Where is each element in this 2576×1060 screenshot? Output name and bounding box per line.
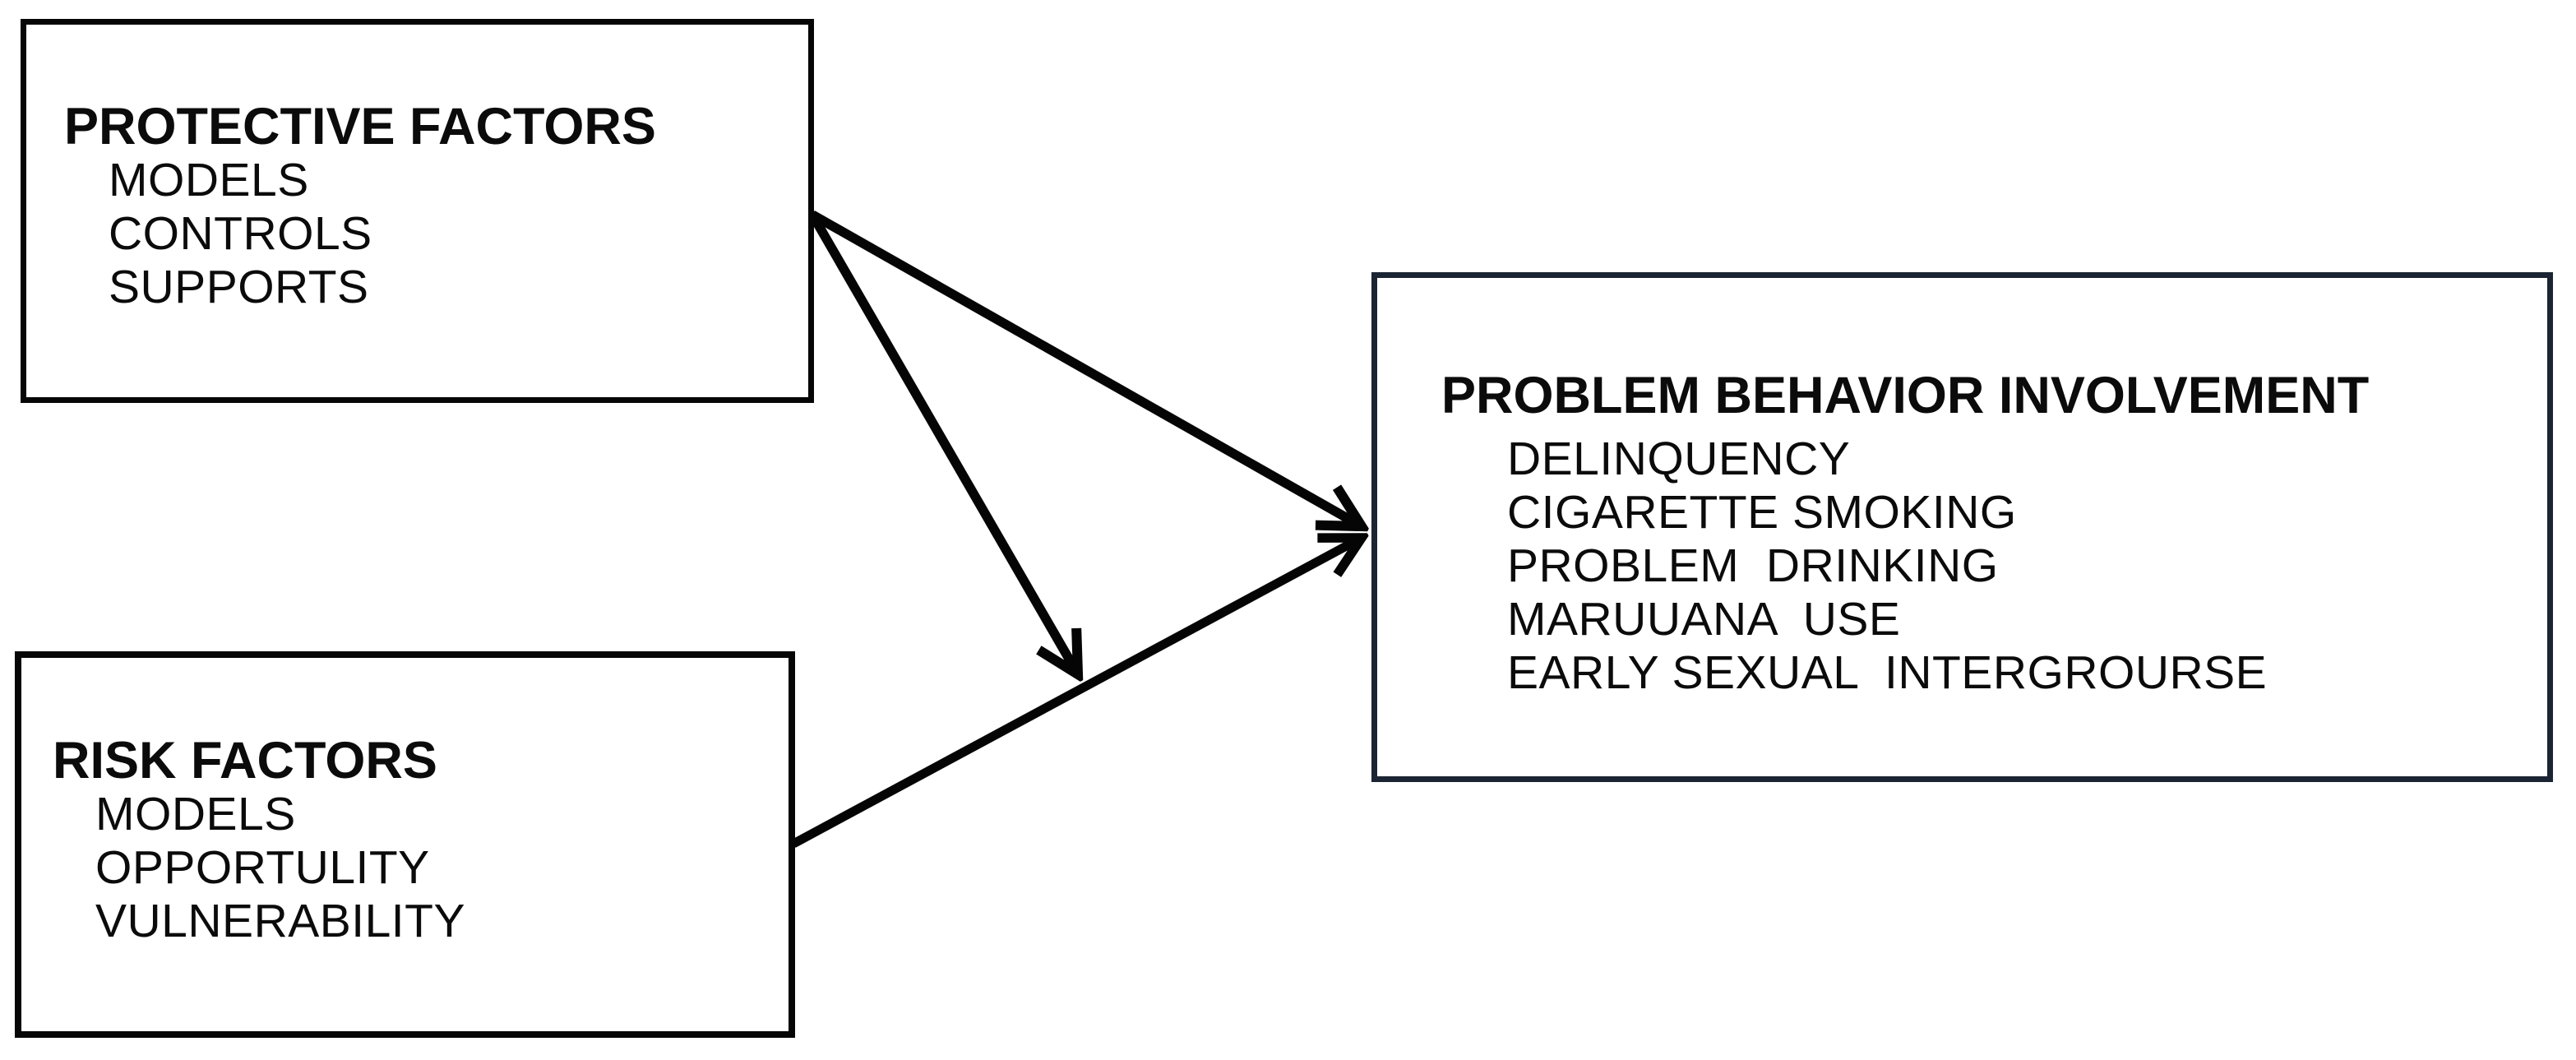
list-item: EARLY SEXUAL INTERGROURSE — [1507, 646, 2268, 699]
protective-factors-title: PROTECTIVE FACTORS — [64, 98, 656, 155]
list-item: MARUUANA USE — [1507, 593, 1901, 646]
problem-behavior-involvement-box: PROBLEM BEHAVIOR INVOLVEMENT DELINQUENCY… — [1371, 272, 2553, 782]
list-item: MODELS — [95, 788, 296, 840]
protective-factors-box: PROTECTIVE FACTORS MODELS CONTROLS SUPPO… — [21, 19, 814, 403]
arrow-protective-to-problem — [810, 210, 1362, 526]
arrow-risk-to-problem — [791, 538, 1362, 848]
list-item: CONTROLS — [109, 207, 372, 260]
risk-factors-box: RISK FACTORS MODELS OPPORTULITY VULNERAB… — [15, 651, 795, 1038]
risk-factors-list: MODELS OPPORTULITY VULNERABILITY — [95, 788, 789, 948]
problem-behavior-list: DELINQUENCY CIGARETTE SMOKING PROBLEM DR… — [1507, 433, 2547, 700]
list-item: PROBLEM DRINKING — [1507, 539, 1999, 592]
list-item: MODELS — [109, 154, 309, 206]
list-item: DELINQUENCY — [1507, 433, 1851, 485]
protective-factors-list: MODELS CONTROLS SUPPORTS — [109, 154, 808, 314]
list-item: VULNERABILITY — [95, 895, 465, 947]
list-item: OPPORTULITY — [95, 841, 430, 894]
risk-factors-title: RISK FACTORS — [53, 732, 437, 789]
problem-behavior-involvement-title: PROBLEM BEHAVIOR INVOLVEMENT — [1441, 367, 2370, 424]
list-item: SUPPORTS — [109, 261, 369, 313]
arrow-protective-to-risk-effect — [808, 212, 1078, 674]
list-item: CIGARETTE SMOKING — [1507, 486, 2017, 539]
